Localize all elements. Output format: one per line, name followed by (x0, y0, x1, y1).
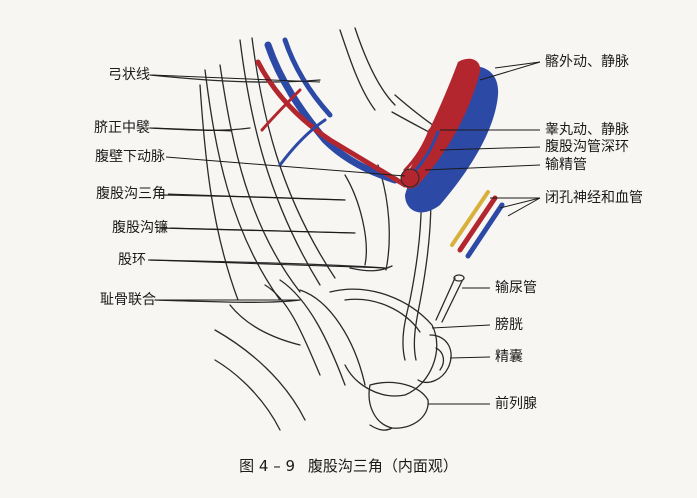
label-femoral-ring: 股环 (118, 252, 146, 268)
label-testicular-vessels: 睾丸动、静脉 (545, 122, 629, 138)
label-obturator-nerve-vessels: 闭孔神经和血管 (545, 190, 643, 206)
label-external-iliac-vessels: 髂外动、静脉 (545, 54, 629, 70)
label-inguinal-falx: 腹股沟镰 (112, 220, 168, 236)
obturator-bundle (450, 190, 505, 259)
label-seminal-vesicle: 精囊 (495, 349, 523, 365)
bladder (329, 288, 438, 397)
label-deep-inguinal-ring: 腹股沟管深环 (545, 139, 629, 155)
label-inferior-epigastric-artery: 腹壁下动脉 (95, 149, 165, 165)
prostate (368, 381, 429, 429)
label-inguinal-triangle: 腹股沟三角 (96, 186, 166, 202)
pubic-symphysis (264, 284, 321, 376)
inferior-epigastric-artery (255, 37, 408, 188)
label-prostate: 前列腺 (495, 396, 537, 412)
label-ureter: 输尿管 (495, 280, 537, 296)
label-median-umbilical-fold: 脐正中襞 (94, 120, 150, 136)
figure-caption: 图 4 – 9 腹股沟三角（内面观） (0, 455, 697, 476)
label-bladder: 膀胱 (495, 317, 523, 333)
ureter (435, 277, 456, 321)
label-vas-deferens: 输精管 (545, 157, 587, 173)
label-arcuate-line: 弓状线 (108, 67, 150, 83)
abdominal-wall-outline (204, 69, 281, 301)
label-pubic-symphysis: 耻骨联合 (100, 292, 156, 308)
figure-number: 图 4 – 9 (239, 457, 296, 475)
seminal-vesicle (417, 334, 452, 383)
figure-title: 腹股沟三角（内面观） (307, 457, 458, 475)
iliac-vessels (403, 58, 499, 213)
